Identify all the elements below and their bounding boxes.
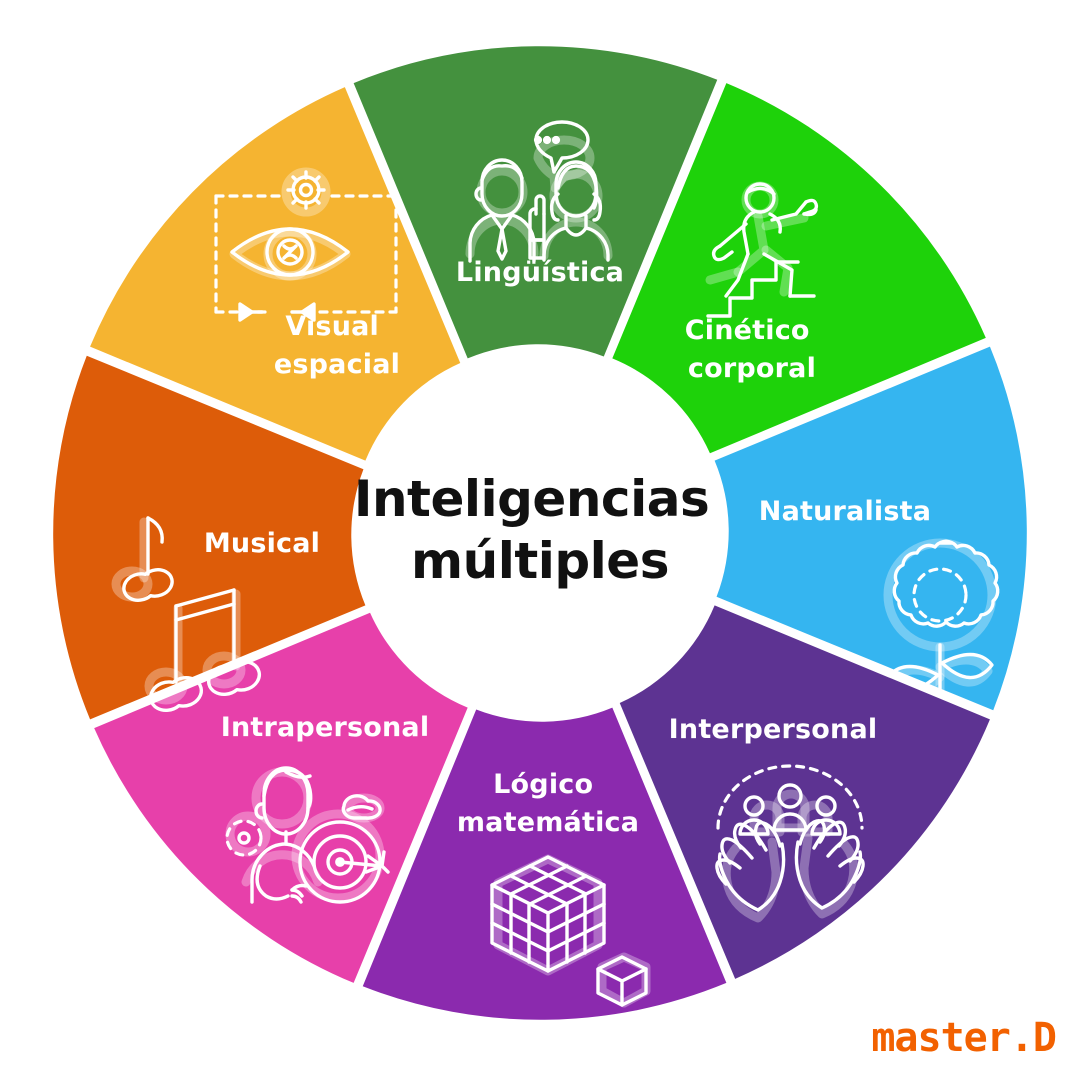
segment-interpersonal-label: Interpersonal	[669, 714, 878, 745]
eye-gear-frame-icon	[214, 167, 398, 322]
segment-visual-espacial[interactable]: Visual espacial	[90, 35, 541, 480]
segment-cinetico-corporal[interactable]: Cinético corporal	[593, 83, 1038, 534]
segment-logico-matematica[interactable]: Lógico matemática	[282, 661, 727, 1080]
segment-musical-slice[interactable]	[0, 275, 412, 720]
center-hub: Inteligencias múltiples	[354, 350, 726, 716]
hands-holding-people-icon	[715, 764, 865, 923]
center-hub-circle	[357, 350, 723, 716]
segment-linguistica-label: Lingüística	[456, 257, 624, 288]
segment-cinetico-corporal-slice[interactable]	[593, 83, 1038, 534]
center-title: Inteligencias múltiples	[354, 470, 726, 590]
segment-linguistica[interactable]: Lingüística	[353, 0, 799, 405]
segment-logico-matematica-slice[interactable]	[282, 661, 727, 1080]
segment-musical[interactable]: Musical	[0, 275, 412, 720]
frame-arrows-icon	[238, 302, 316, 322]
masterd-logo: master.D	[871, 1015, 1057, 1061]
two-people-speech-bubble-icon	[465, 120, 613, 263]
segment-musical-label: Musical	[204, 528, 320, 559]
segment-intrapersonal[interactable]: Intrapersonal	[42, 532, 487, 983]
segment-naturalista[interactable]: Naturalista	[668, 346, 1080, 792]
segment-cinetico-corporal-label: Cinético corporal	[685, 315, 820, 384]
rubiks-cube-icon	[490, 854, 651, 1008]
segment-naturalista-label: Naturalista	[759, 496, 931, 527]
segment-interpersonal[interactable]: Interpersonal	[539, 586, 990, 1031]
segment-intrapersonal-label: Intrapersonal	[221, 712, 430, 743]
segment-interpersonal-slice[interactable]	[539, 586, 990, 1031]
music-notes-icon	[111, 516, 261, 713]
person-climbing-stairs-icon	[705, 181, 819, 318]
person-with-target-icon	[225, 766, 390, 904]
segment-visual-espacial-label: Visual espacial	[274, 311, 400, 380]
segment-logico-matematica-label: Lógico matemática	[457, 769, 639, 838]
